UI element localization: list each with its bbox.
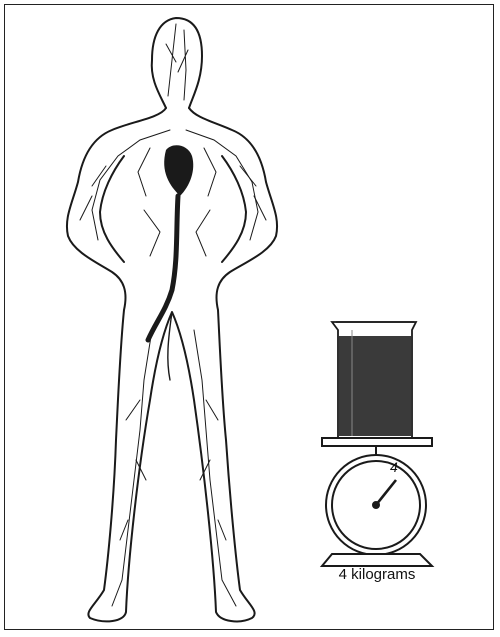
blood-in-beaker [339, 336, 411, 436]
scale-reading-caption: 4 kilograms [322, 566, 432, 583]
beaker [332, 322, 416, 438]
aorta [148, 196, 178, 340]
head-outline [152, 18, 202, 108]
scale-platform [322, 438, 432, 446]
scale-pivot [373, 502, 379, 508]
scale-dial-number: 4 [390, 459, 398, 475]
right-arm-inner [222, 156, 246, 262]
left-arm-inner [100, 156, 124, 262]
heart-and-aorta [148, 145, 193, 340]
human-figure [67, 18, 277, 621]
scale-base [322, 554, 432, 566]
scale [322, 438, 432, 566]
heart [164, 145, 193, 196]
